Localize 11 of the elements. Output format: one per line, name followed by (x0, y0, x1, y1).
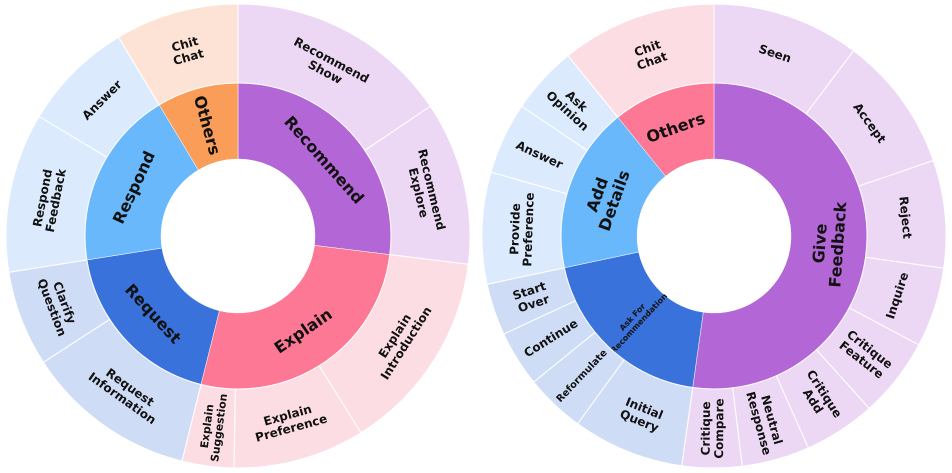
segment-label: Give Feedback (808, 201, 850, 288)
segment-label: Others (644, 108, 708, 147)
segment-label: Chit Chat (170, 34, 206, 68)
segment-label: Seen (756, 42, 794, 66)
segment-label: Others (190, 93, 224, 158)
segment-label: Start Over (510, 278, 552, 316)
segment-label: Chit Chat (632, 37, 670, 73)
segment-label: Critique Compare (698, 398, 726, 459)
segment-label: Explain Suggestion (198, 392, 230, 463)
segment-label: Reject (896, 196, 914, 240)
segment-label: Provide Preference (507, 192, 537, 267)
